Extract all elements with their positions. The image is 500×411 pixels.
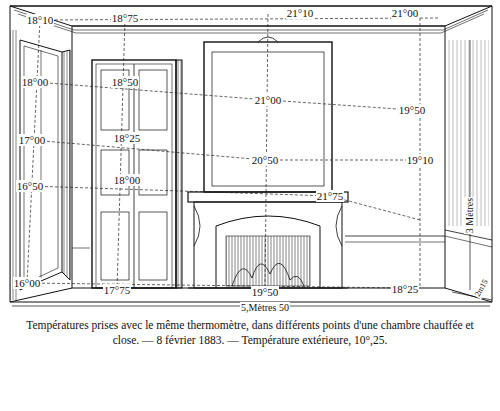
temperature-label: 20°50 <box>251 154 279 166</box>
temperature-label: 21°10 <box>286 7 314 19</box>
caption: Températures prises avec le même thermom… <box>14 318 486 348</box>
temperature-label: 18°50 <box>111 76 139 88</box>
temperature-label: 16°50 <box>16 180 44 192</box>
temperature-label: 18°00 <box>21 76 49 88</box>
dimension-label: 2m15 <box>473 277 491 299</box>
temperature-label: 19°50 <box>251 286 279 298</box>
temperature-label: 18°00 <box>113 174 141 186</box>
temperature-label: 19°50 <box>398 104 426 116</box>
temperature-label: 19°10 <box>406 154 434 166</box>
temperature-label: 16°00 <box>13 277 41 289</box>
temperature-label: 18°75 <box>111 12 139 24</box>
temperature-label: 17°75 <box>103 284 131 296</box>
temperature-label: 21°00 <box>254 94 282 106</box>
temperature-label: 18°25 <box>391 283 419 295</box>
temperature-label: 18°25 <box>113 132 141 144</box>
temperature-label: 17°00 <box>18 134 46 146</box>
temperature-label: 21°00 <box>391 7 419 19</box>
dimension-label: 3 Mètres <box>465 196 476 233</box>
temperature-label: 21°75 <box>316 190 344 202</box>
temperature-label: 18°10 <box>26 14 54 26</box>
dimension-label: 5,Mètres 50 <box>240 302 290 313</box>
